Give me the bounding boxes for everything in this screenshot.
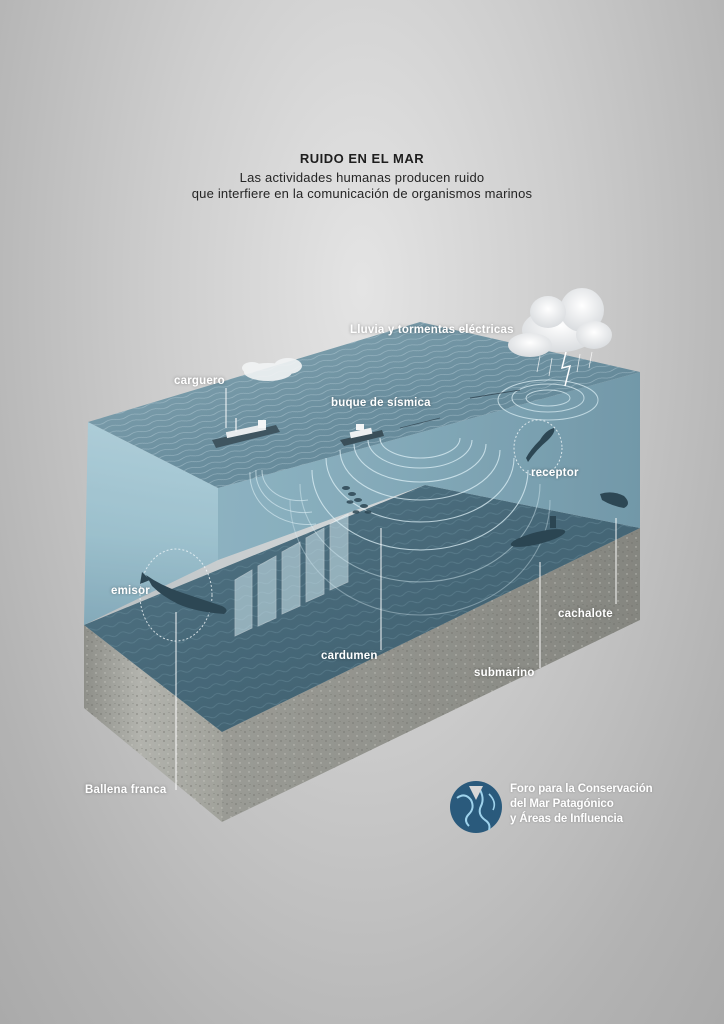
- label-emitter: emisor: [111, 585, 150, 597]
- logo-line-1: Foro para la Conservación: [510, 783, 653, 795]
- water-right-face: [84, 372, 640, 732]
- label-sperm-whale: cachalote: [558, 608, 613, 620]
- seismic-ship-icon: [340, 389, 521, 446]
- water-left-wall: [84, 422, 218, 625]
- emitter-sound-blocks: [234, 513, 349, 637]
- logo-line-2: del Mar Patagónico: [510, 798, 614, 810]
- label-receiver: receptor: [531, 467, 579, 479]
- subtitle-line-1: Las actividades humanas producen ruido: [239, 170, 485, 185]
- sperm-whale-icon: [600, 492, 628, 508]
- page-title: RUIDO EN EL MAR: [299, 151, 425, 166]
- subtitle-line-2: que interfiere en la comunicación de org…: [191, 186, 533, 201]
- storm-cloud-icon: [508, 288, 612, 387]
- receiver-whale-icon: [526, 428, 555, 462]
- label-seismic-ship: buque de sísmica: [331, 397, 431, 409]
- seismic-sound-waves: [289, 437, 551, 616]
- cargo-ship-icon: [212, 418, 280, 448]
- label-fish-school: cardumen: [321, 650, 378, 662]
- leader-lines: [175, 388, 617, 790]
- rain-sound-rings: [497, 379, 599, 421]
- small-cloud-icon: [242, 358, 302, 381]
- label-submarine: submarino: [474, 667, 535, 679]
- label-right-whale: Ballena franca: [85, 784, 167, 796]
- fish-school-icon: [342, 486, 372, 514]
- foro-logo-icon: [450, 781, 502, 833]
- receiver-range-circle: [513, 419, 563, 477]
- right-whale-icon: [140, 572, 227, 614]
- logo-line-3: y Áreas de Influencia: [510, 813, 623, 825]
- label-rain: Lluvia y tormentas eléctricas: [350, 324, 514, 336]
- water-front-face: [84, 422, 218, 625]
- submarine-icon: [510, 516, 566, 547]
- cargo-sound-waves: [249, 469, 317, 525]
- label-cargo-ship: carguero: [174, 375, 225, 387]
